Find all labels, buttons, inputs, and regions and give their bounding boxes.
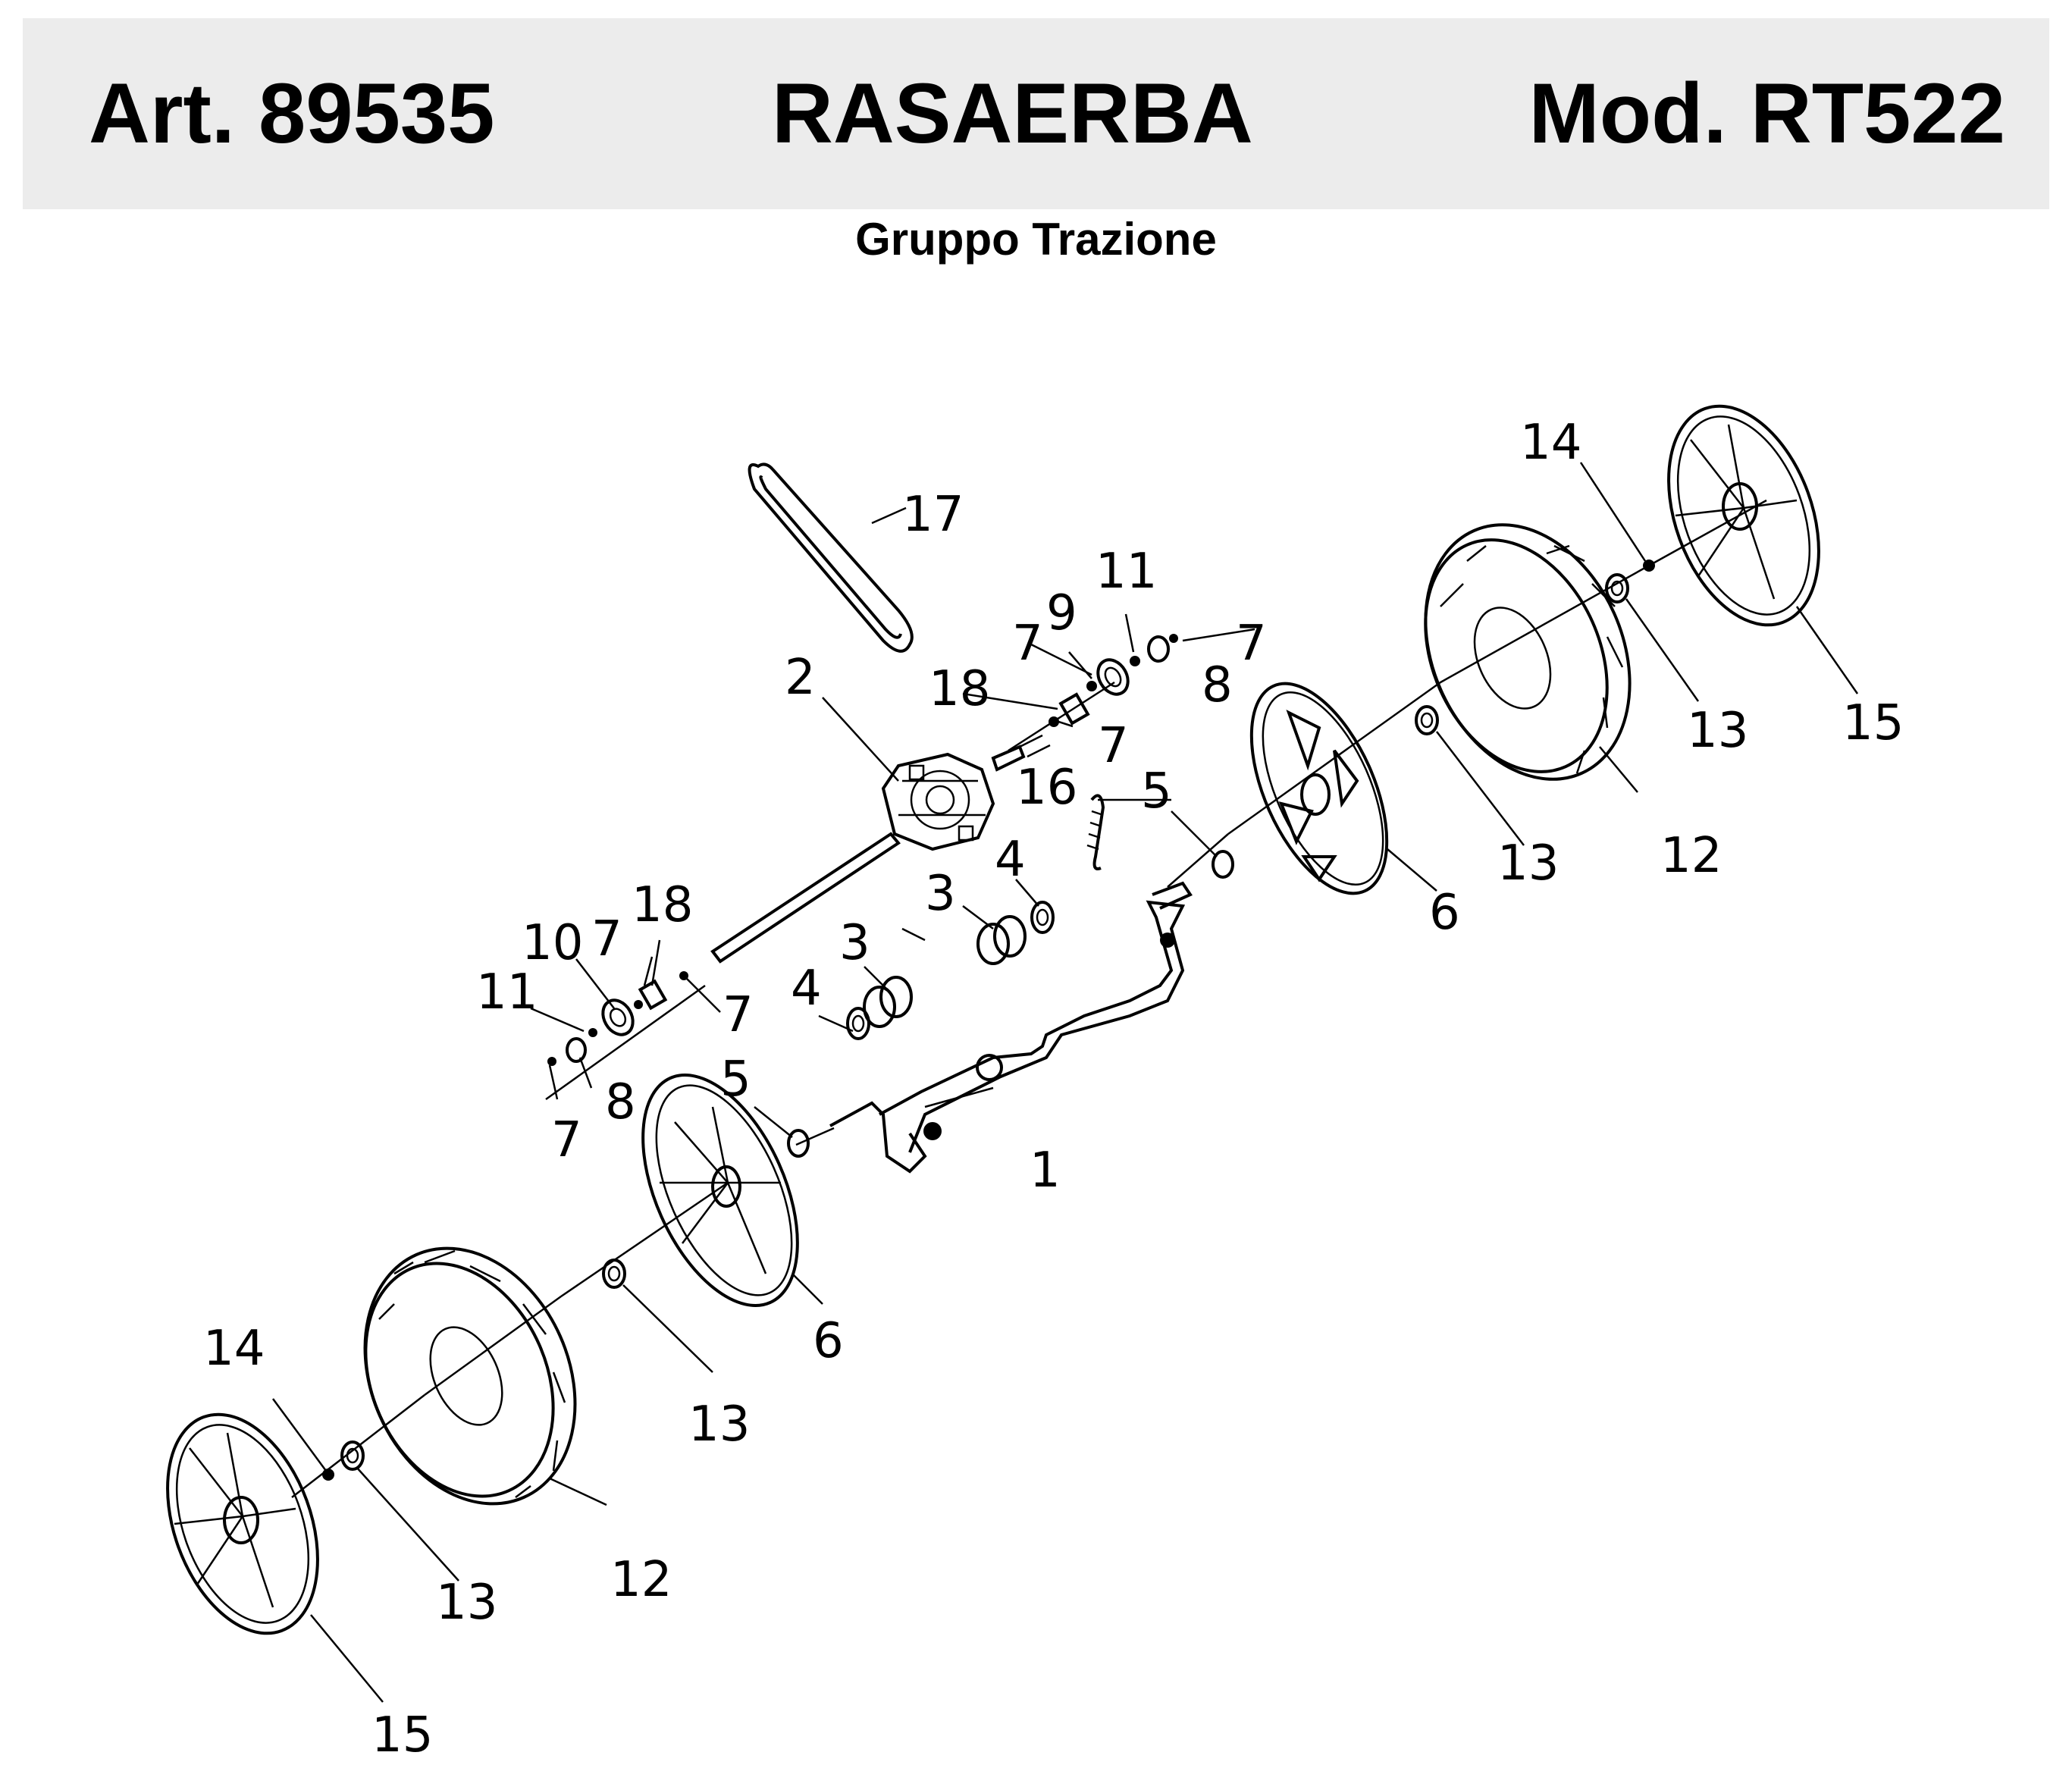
leader-lines xyxy=(271,462,1859,1703)
upper-shaft-components xyxy=(1019,634,1178,758)
callout-1: 1 xyxy=(1030,1143,1061,1199)
hubcap-left xyxy=(166,1412,319,1635)
callout-5-left: 5 xyxy=(720,1052,751,1108)
callout-11-right: 11 xyxy=(1096,544,1157,600)
callout-2: 2 xyxy=(785,650,816,706)
callout-7-f: 7 xyxy=(551,1112,582,1168)
callout-12-left: 12 xyxy=(610,1552,672,1608)
callout-13-d: 13 xyxy=(436,1575,497,1631)
tyre-left xyxy=(363,1246,577,1506)
callout-13-b: 13 xyxy=(1497,835,1559,892)
callout-13-c: 13 xyxy=(688,1397,750,1453)
callout-15-right: 15 xyxy=(1842,695,1904,751)
callout-17: 17 xyxy=(902,487,964,543)
gearbox-part xyxy=(881,745,1026,851)
upper-shaft-line xyxy=(1008,681,1115,752)
callout-7-b: 7 xyxy=(1012,616,1043,672)
callout-8-right: 8 xyxy=(1202,657,1233,713)
hubcap-right xyxy=(1667,404,1820,627)
callout-5-right: 5 xyxy=(1141,763,1172,820)
hub-disc-right xyxy=(1249,682,1389,895)
lower-shaft-components xyxy=(547,971,688,1066)
callout-14-right: 14 xyxy=(1520,415,1581,471)
hub-disc-left xyxy=(641,1074,799,1307)
callout-7-a: 7 xyxy=(1236,616,1267,672)
callout-3-lower: 3 xyxy=(839,915,870,971)
callout-4-upper: 4 xyxy=(995,832,1026,888)
callout-18-left: 18 xyxy=(632,877,693,933)
callout-12-right: 12 xyxy=(1660,828,1722,884)
callout-7-c: 7 xyxy=(1098,718,1129,774)
left-axle-line xyxy=(795,1127,835,1146)
ring-left xyxy=(322,1469,334,1481)
lower-shaft-line xyxy=(545,984,706,1101)
right-axle-line-4 xyxy=(1167,833,1229,888)
callout-14-left: 14 xyxy=(203,1321,265,1377)
bearings xyxy=(340,573,1629,1471)
ring-right xyxy=(1643,560,1655,572)
left-axle-line-3 xyxy=(424,1295,562,1397)
diagram-subtitle: Gruppo Trazione xyxy=(855,214,1217,265)
bushing-lower xyxy=(846,976,913,1040)
callout-18-right: 18 xyxy=(929,661,990,717)
callout-13-a: 13 xyxy=(1687,703,1748,759)
axle-lever-part xyxy=(829,881,1193,1174)
drive-belt-part xyxy=(748,462,914,653)
washer-right xyxy=(1212,850,1234,879)
right-axle-line-2 xyxy=(1440,564,1650,684)
callout-7-e: 7 xyxy=(723,987,754,1043)
callout-11-left: 11 xyxy=(476,964,538,1020)
left-axle-line-2 xyxy=(560,1181,729,1298)
callout-6-right: 6 xyxy=(1429,885,1460,941)
article-number: Art. 89535 xyxy=(89,66,495,161)
tyre-right xyxy=(1424,523,1632,781)
callout-labels: 17 2 3 4 3 4 5 5 6 6 7 7 7 7 7 7 8 8 9 1… xyxy=(203,415,1904,1763)
drive-shaft-part xyxy=(710,832,901,964)
spring-part xyxy=(1086,794,1105,870)
callout-6-left: 6 xyxy=(813,1313,844,1369)
model-number: Mod. RT522 xyxy=(1528,66,2005,161)
washer-left xyxy=(787,1129,810,1158)
callout-10: 10 xyxy=(522,915,583,971)
callout-3-upper: 3 xyxy=(925,866,956,922)
callout-15-left: 15 xyxy=(371,1707,433,1763)
callout-16: 16 xyxy=(1016,760,1077,816)
right-axle-line xyxy=(1648,499,1767,567)
header-band: Art. 89535 RASAERBA Mod. RT522 xyxy=(23,18,2049,209)
callout-9: 9 xyxy=(1046,585,1077,641)
callout-4-lower: 4 xyxy=(791,961,822,1017)
callout-8-left: 8 xyxy=(605,1074,636,1130)
callout-7-d: 7 xyxy=(591,911,622,967)
product-title: RASAERBA xyxy=(772,66,1253,161)
bushing-upper xyxy=(976,901,1055,965)
